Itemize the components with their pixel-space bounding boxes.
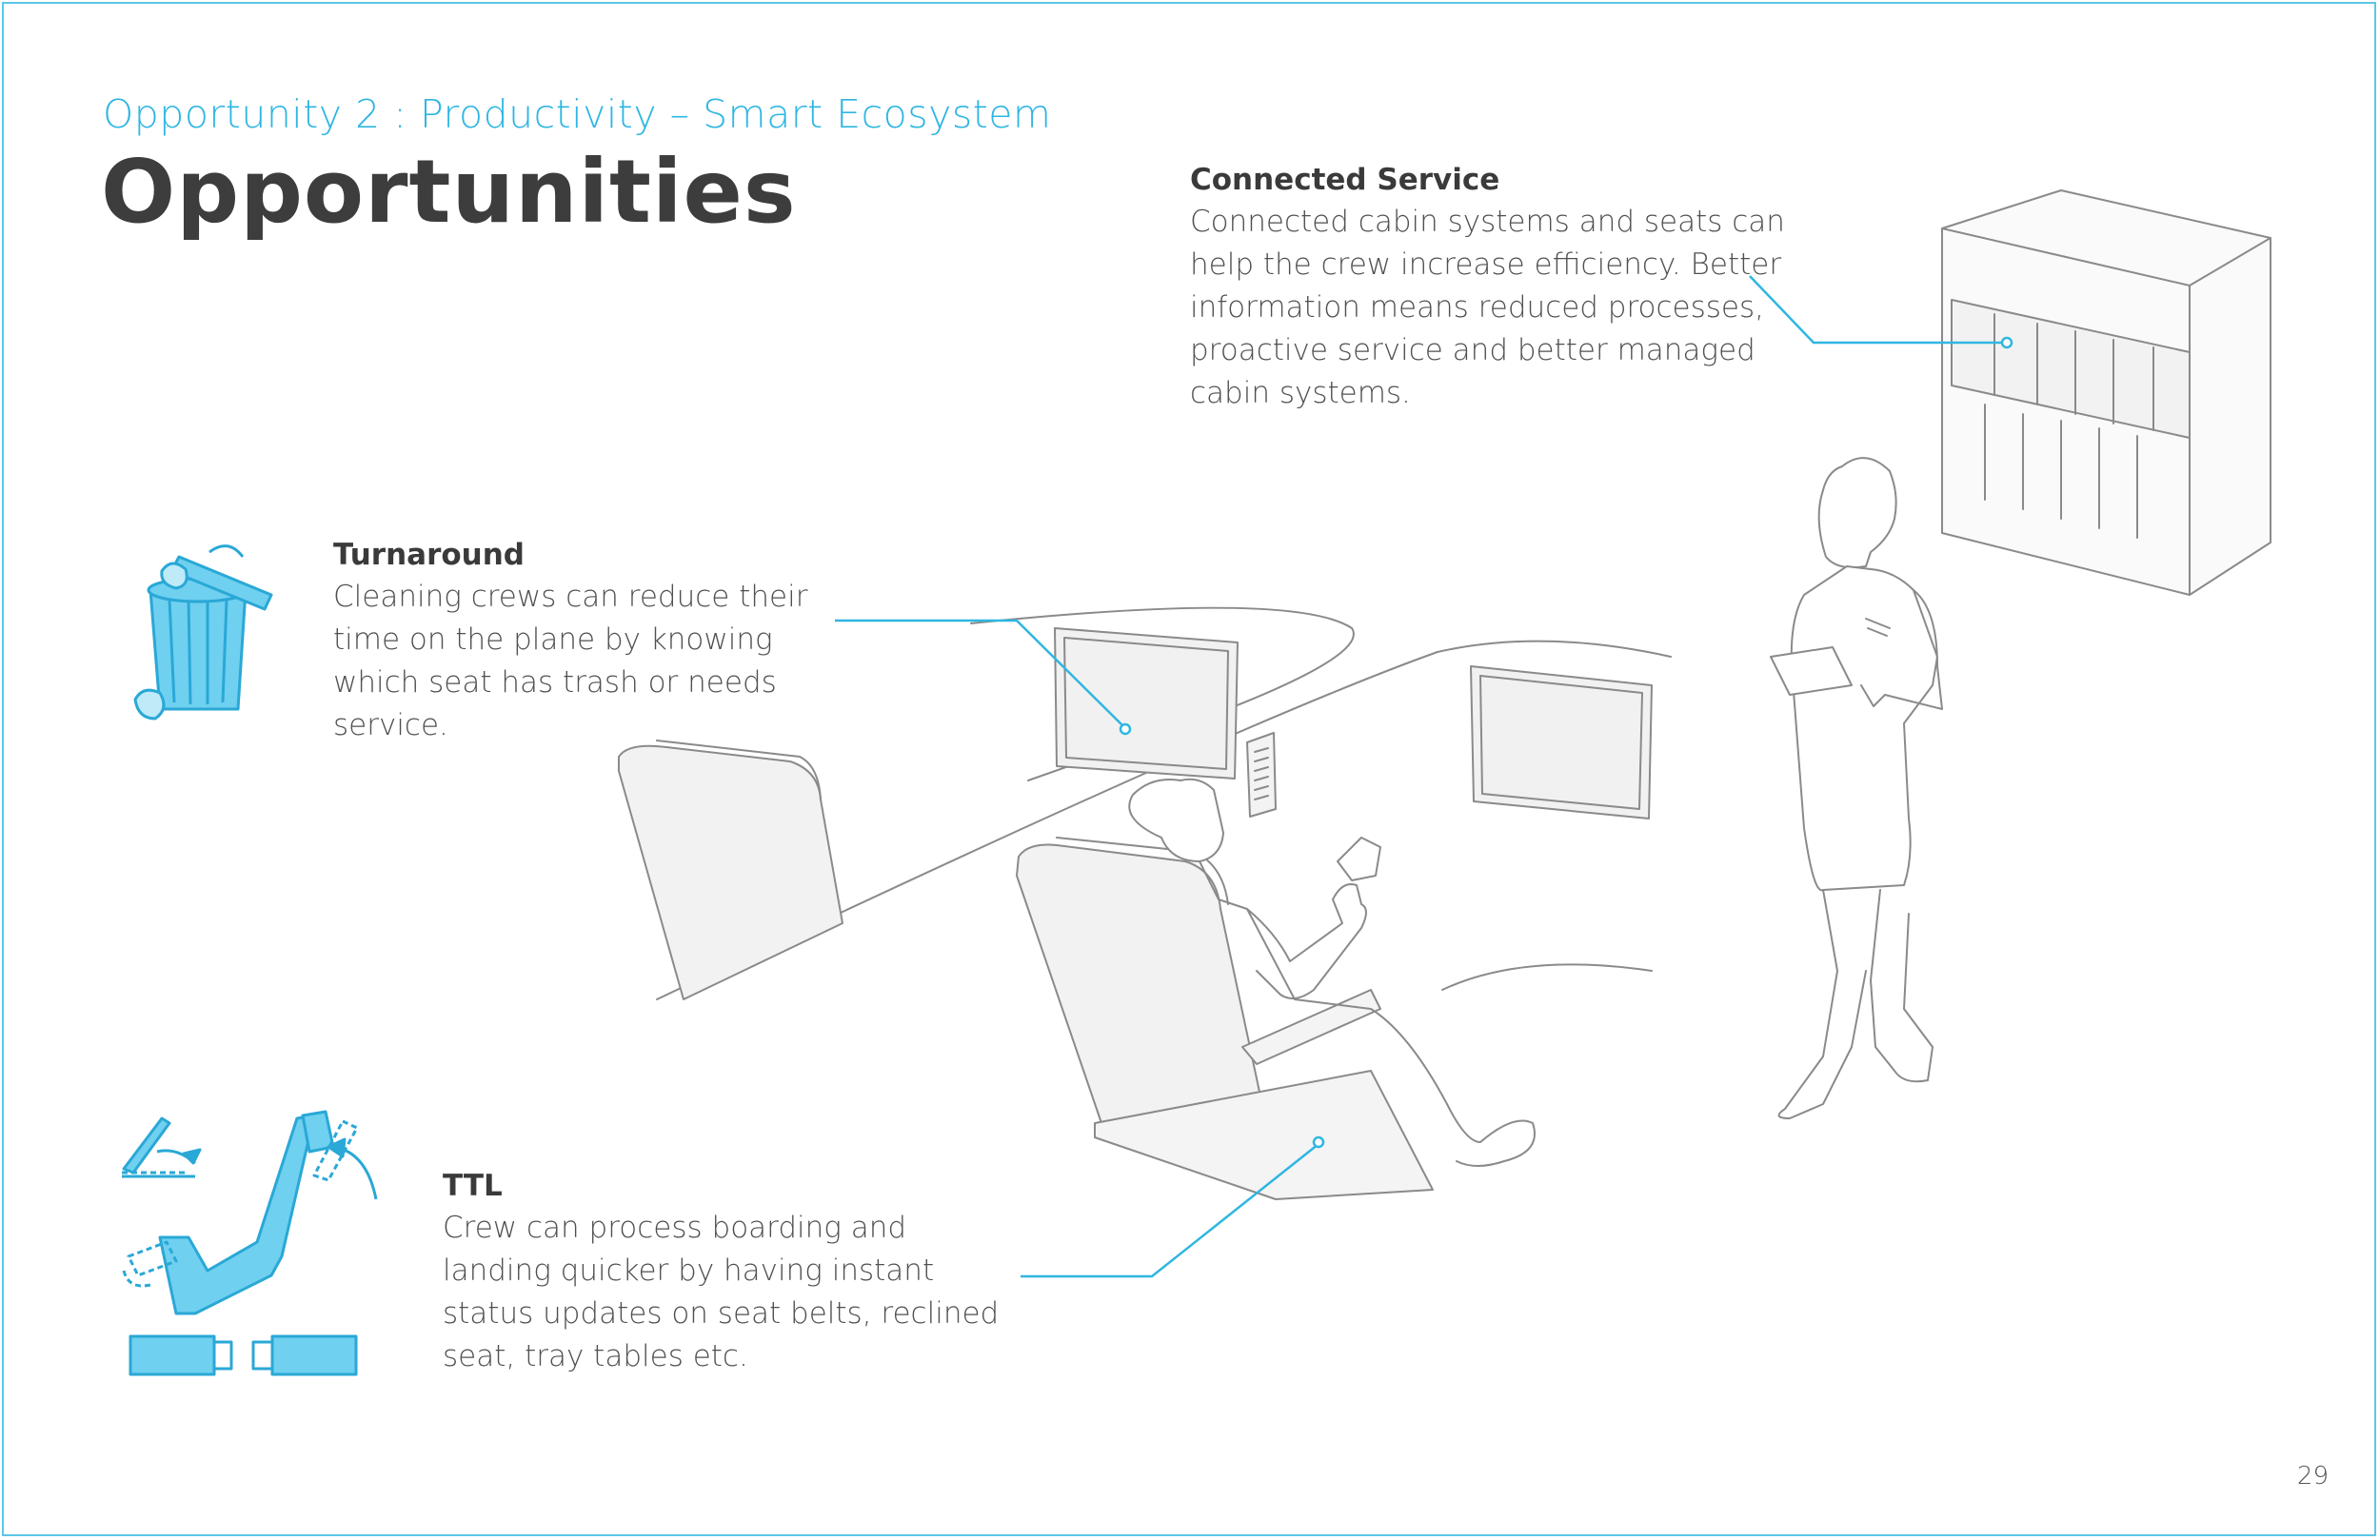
ttl-section: TTL Crew can process boarding and landin… bbox=[443, 1165, 1014, 1378]
turnaround-heading: Turnaround bbox=[333, 538, 526, 572]
seatbelt-buckle-icon bbox=[129, 1334, 358, 1376]
trash-can-icon bbox=[133, 544, 273, 721]
ttl-heading: TTL bbox=[443, 1169, 503, 1203]
turnaround-dot bbox=[1119, 722, 1132, 736]
front-seat bbox=[1016, 837, 1434, 1200]
overhead-screen-left bbox=[1054, 627, 1239, 780]
page-number: 29 bbox=[2296, 1462, 2329, 1491]
ttl-dot bbox=[1312, 1135, 1325, 1149]
overhead-screen-right bbox=[1470, 665, 1653, 819]
seat-recline-icon bbox=[122, 1110, 378, 1315]
callout-lines bbox=[835, 275, 2013, 1278]
connected-service-heading: Connected Service bbox=[1190, 163, 1500, 197]
ttl-body: Crew can process boarding and landing qu… bbox=[443, 1211, 1000, 1373]
connected-service-dot bbox=[2000, 336, 2013, 349]
galley-cabinet bbox=[1941, 189, 2271, 596]
turnaround-section: Turnaround Cleaning crews can reduce the… bbox=[333, 534, 866, 747]
back-seat bbox=[618, 740, 843, 1000]
connected-service-section: Connected Service Connected cabin system… bbox=[1190, 159, 1799, 415]
cabin-wall-panel bbox=[656, 606, 1672, 1000]
turnaround-body: Cleaning crews can reduce their time on … bbox=[333, 580, 808, 742]
flight-attendant-figure bbox=[1770, 457, 1943, 1119]
air-vent bbox=[1246, 732, 1277, 818]
turnaround-callout bbox=[835, 619, 1126, 729]
page-title: Opportunities bbox=[101, 141, 797, 243]
passenger-figure bbox=[1128, 778, 1536, 1167]
connected-service-callout bbox=[1749, 275, 2007, 345]
ttl-callout bbox=[1021, 1143, 1319, 1278]
page-subtitle: Opportunity 2 : Productivity – Smart Eco… bbox=[103, 91, 1052, 137]
connected-service-body: Connected cabin systems and seats can he… bbox=[1190, 205, 1785, 410]
